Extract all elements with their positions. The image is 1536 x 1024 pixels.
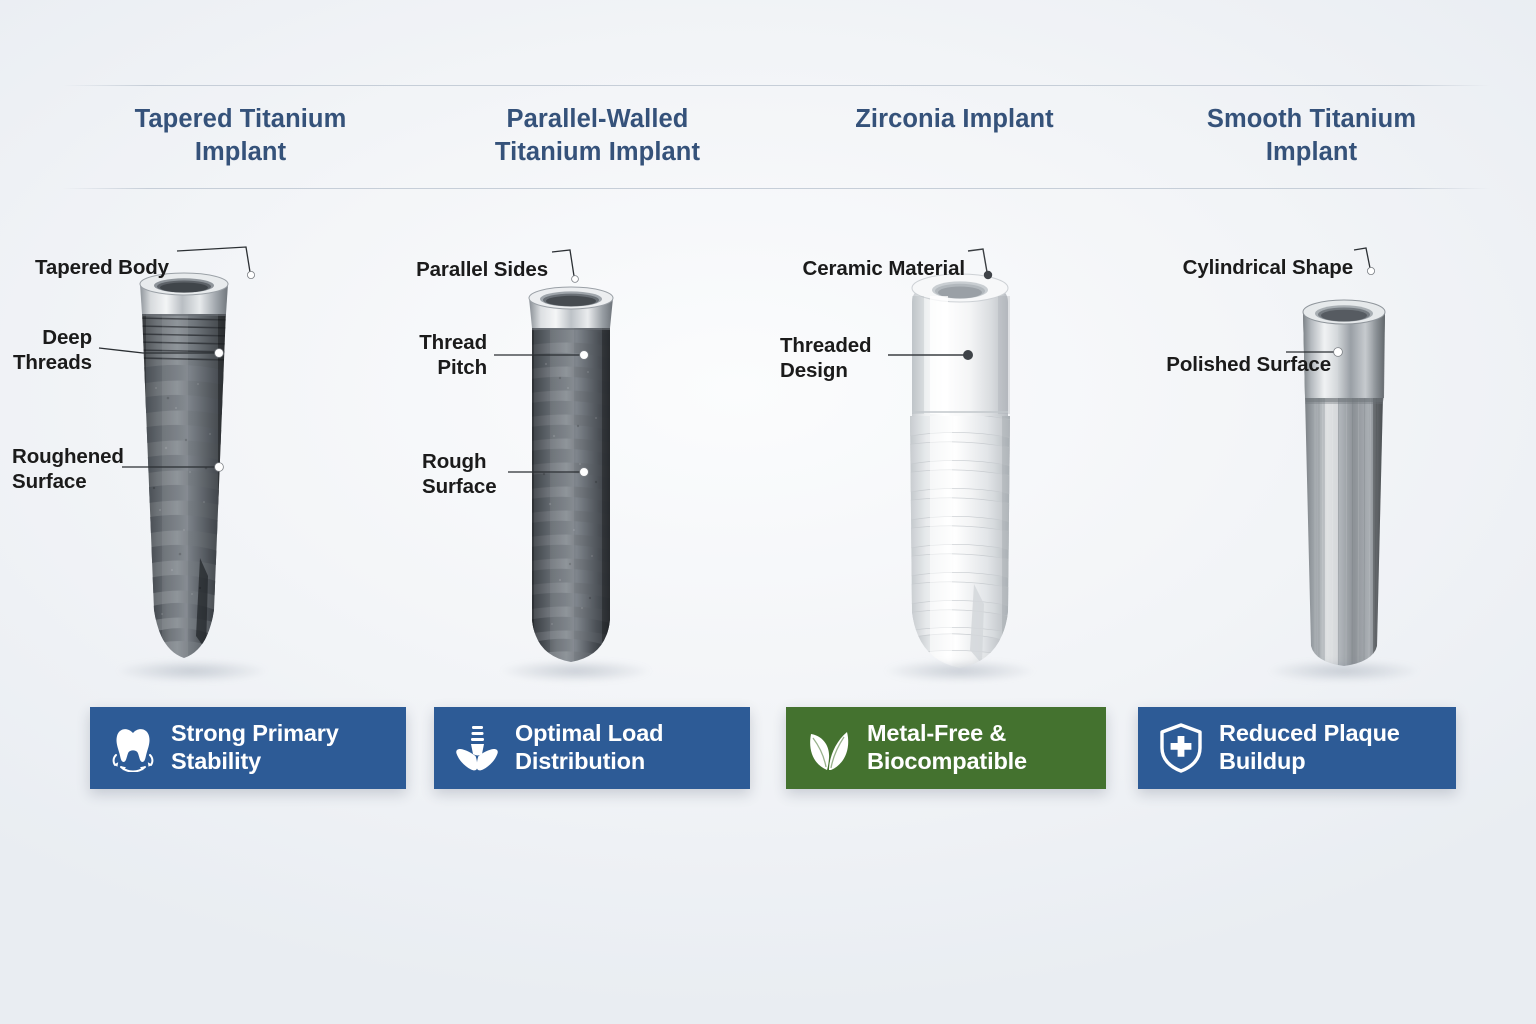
parallel-walled-implant-graphic: [528, 286, 614, 662]
implant-column-smooth-titanium: Cylindrical Shape Polished Surface: [1152, 200, 1536, 690]
annotation-label: Deep Threads: [12, 326, 92, 374]
annotation-ceramic-material: Ceramic Material: [802, 231, 966, 281]
benefit-badge-optimal-load-distribution[interactable]: Optimal Load Distribution: [434, 707, 750, 789]
implant-shadow: [501, 660, 651, 682]
benefit-badge-label: Optimal Load Distribution: [515, 720, 664, 774]
annotation-label: Thread Pitch: [419, 331, 487, 379]
annotation-thread-pitch: Thread Pitch: [384, 305, 487, 380]
annotation-cylindrical-shape: Cylindrical Shape: [1183, 230, 1353, 280]
implant-image-tapered-titanium: [117, 258, 267, 682]
shield-plus-icon: [1156, 721, 1206, 775]
implant-image-parallel-walled-titanium: [501, 268, 651, 682]
column-header-tapered-titanium: Tapered Titanium Implant: [62, 96, 419, 184]
annotation-rough-surface: Rough Surface: [422, 424, 497, 499]
implant-image-smooth-titanium: [1269, 278, 1419, 682]
annotation-deep-threads: Deep Threads: [0, 300, 92, 375]
annotation-label: Ceramic Material: [802, 257, 966, 280]
implant-image-zirconia: [885, 266, 1035, 682]
implant-shadow: [1269, 660, 1419, 682]
benefit-badge-label: Strong Primary Stability: [171, 720, 339, 774]
annotation-threaded-design: Threaded Design: [780, 308, 872, 383]
annotation-tapered-body: Tapered Body: [35, 230, 169, 280]
annotation-label: Threaded Design: [780, 334, 872, 382]
benefit-badge-label: Metal-Free & Biocompatible: [867, 720, 1027, 774]
implant-stage: Tapered Body Deep Threads Roughened Surf…: [0, 200, 1536, 690]
benefit-badge-label: Reduced Plaque Buildup: [1219, 720, 1400, 774]
annotation-polished-surface: Polished Surface: [1166, 327, 1331, 377]
smooth-titanium-implant-graphic: [1302, 299, 1386, 666]
annotation-parallel-sides: Parallel Sides: [416, 232, 548, 282]
implant-column-parallel-walled-titanium: Parallel Sides Thread Pitch Rough Surfac…: [384, 200, 768, 690]
column-header-zirconia: Zirconia Implant: [776, 96, 1133, 184]
implant-column-zirconia: Ceramic Material Threaded Design: [768, 200, 1152, 690]
column-header-row: Tapered Titanium Implant Parallel-Walled…: [62, 96, 1490, 184]
tapered-titanium-implant-graphic: [139, 272, 229, 658]
implant-column-tapered-titanium: Tapered Body Deep Threads Roughened Surf…: [0, 200, 384, 690]
column-header-label: Parallel-Walled Titanium Implant: [494, 105, 701, 166]
annotation-label: Roughened Surface: [12, 445, 124, 493]
annotation-label: Rough Surface: [422, 450, 497, 498]
annotation-label: Tapered Body: [35, 256, 169, 279]
benefit-badge-reduced-plaque-buildup[interactable]: Reduced Plaque Buildup: [1138, 707, 1456, 789]
column-header-label: Tapered Titanium Implant: [134, 105, 347, 166]
tooth-stability-icon: [108, 721, 158, 775]
annotation-label: Cylindrical Shape: [1182, 256, 1353, 279]
column-header-label: Smooth Titanium Implant: [1206, 105, 1417, 166]
annotation-label: Parallel Sides: [416, 258, 548, 281]
header-divider-top: [62, 85, 1490, 86]
column-header-smooth-titanium: Smooth Titanium Implant: [1133, 96, 1490, 184]
leaves-icon: [804, 721, 854, 775]
header-divider-bottom: [62, 188, 1490, 189]
benefit-badge-metal-free-biocompatible[interactable]: Metal-Free & Biocompatible: [786, 707, 1106, 789]
column-header-label: Zirconia Implant: [855, 105, 1054, 133]
benefit-badge-strong-primary-stability[interactable]: Strong Primary Stability: [90, 707, 406, 789]
implant-shadow: [117, 660, 267, 682]
column-header-parallel-walled-titanium: Parallel-Walled Titanium Implant: [419, 96, 776, 184]
implant-shadow: [885, 660, 1035, 682]
benefit-badge-row: Strong Primary Stability Opti: [0, 707, 1536, 797]
annotation-label: Polished Surface: [1166, 353, 1331, 376]
annotation-roughened-surface: Roughened Surface: [12, 419, 124, 494]
hands-holding-implant-icon: [452, 721, 502, 775]
zirconia-implant-graphic: [910, 273, 1010, 668]
